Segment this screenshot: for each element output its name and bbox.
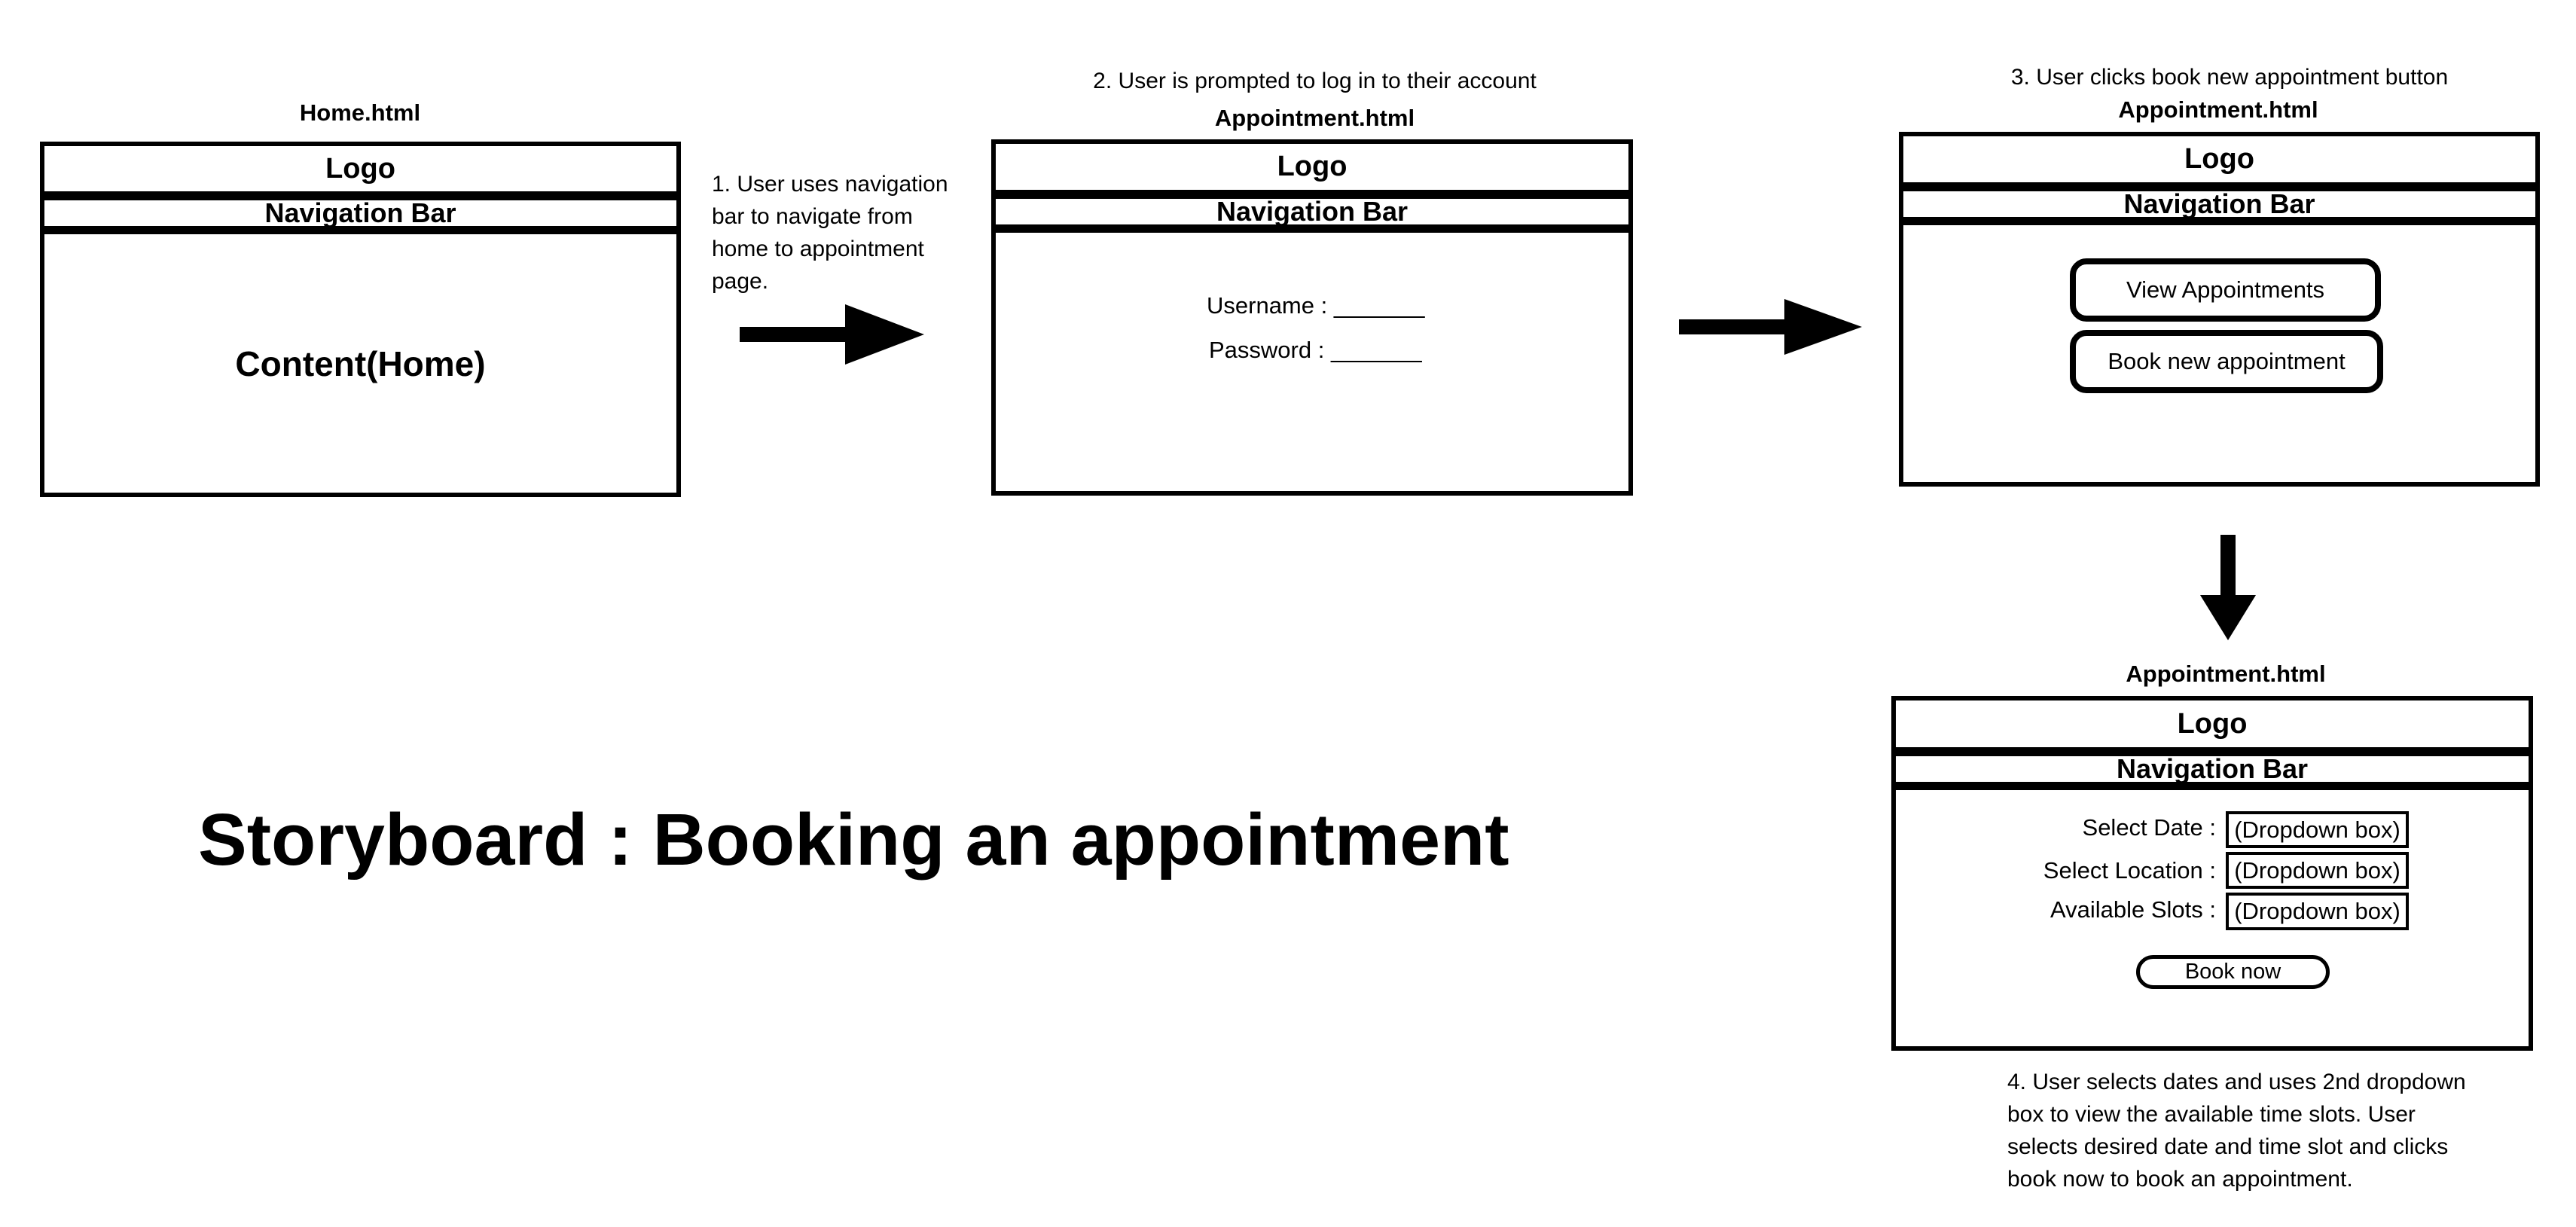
step4-caption-line: 4. User selects dates and uses 2nd dropd… <box>2007 1070 2466 1094</box>
storyboard-title: Storyboard : Booking an appointment <box>198 798 1509 881</box>
available-slots-dropdown[interactable]: (Dropdown box) <box>2226 893 2409 930</box>
step4-caption-line: book now to book an appointment. <box>2007 1167 2353 1192</box>
select-location-label: Select Location : <box>2043 857 2216 884</box>
panel4-page-title: Appointment.html <box>2126 661 2326 687</box>
panel1-content: Content(Home) <box>40 230 681 497</box>
panel3-content <box>1899 221 2540 487</box>
panel1-logo: Logo <box>40 142 681 196</box>
step1-caption-line: home to appointment <box>712 237 924 261</box>
step1-caption-line: page. <box>712 269 769 294</box>
panel2-content <box>991 228 1633 496</box>
panel3-step-caption: 3. User clicks book new appointment butt… <box>2010 65 2449 90</box>
view-appointments-button[interactable]: View Appointments <box>2070 258 2381 322</box>
step4-caption: 4. User selects dates and uses 2nd dropd… <box>2007 1066 2466 1195</box>
step1-caption-line: 1. User uses navigation <box>712 172 948 197</box>
select-location-dropdown[interactable]: (Dropdown box) <box>2226 852 2409 889</box>
panel2-step-caption: 2. User is prompted to log in to their a… <box>1093 69 1537 93</box>
panel1-navigation-bar: Navigation Bar <box>40 196 681 230</box>
panel3-page-title: Appointment.html <box>2118 96 2318 123</box>
right-arrow-icon <box>740 304 924 365</box>
right-arrow-icon <box>1679 299 1862 355</box>
panel3-navigation-bar: Navigation Bar <box>1899 187 2540 221</box>
password-field[interactable]: Password : _______ <box>1209 337 1422 363</box>
select-date-dropdown[interactable]: (Dropdown box) <box>2226 811 2409 848</box>
panel2-page-title: Appointment.html <box>1214 105 1415 131</box>
step4-caption-line: box to view the available time slots. Us… <box>2007 1102 2416 1127</box>
panel4-content <box>1891 786 2533 1051</box>
panel2-logo: Logo <box>991 139 1633 194</box>
panel2-navigation-bar: Navigation Bar <box>991 194 1633 229</box>
username-field[interactable]: Username : _______ <box>1207 292 1425 319</box>
book-now-button[interactable]: Book now <box>2136 955 2330 989</box>
step1-caption: 1. User uses navigation bar to navigate … <box>712 168 948 298</box>
available-slots-label: Available Slots : <box>2050 896 2216 923</box>
select-date-label: Select Date : <box>2082 814 2216 841</box>
panel1-content-label: Content(Home) <box>235 343 486 383</box>
panel4-logo: Logo <box>1891 696 2533 752</box>
panel3-logo: Logo <box>1899 132 2540 187</box>
down-arrow-icon <box>2200 535 2256 640</box>
step4-caption-line: selects desired date and time slot and c… <box>2007 1134 2449 1159</box>
panel1-page-title: Home.html <box>299 99 421 126</box>
step1-caption-line: bar to navigate from <box>712 204 913 229</box>
panel4-navigation-bar: Navigation Bar <box>1891 752 2533 786</box>
book-new-appointment-button[interactable]: Book new appointment <box>2070 330 2383 393</box>
